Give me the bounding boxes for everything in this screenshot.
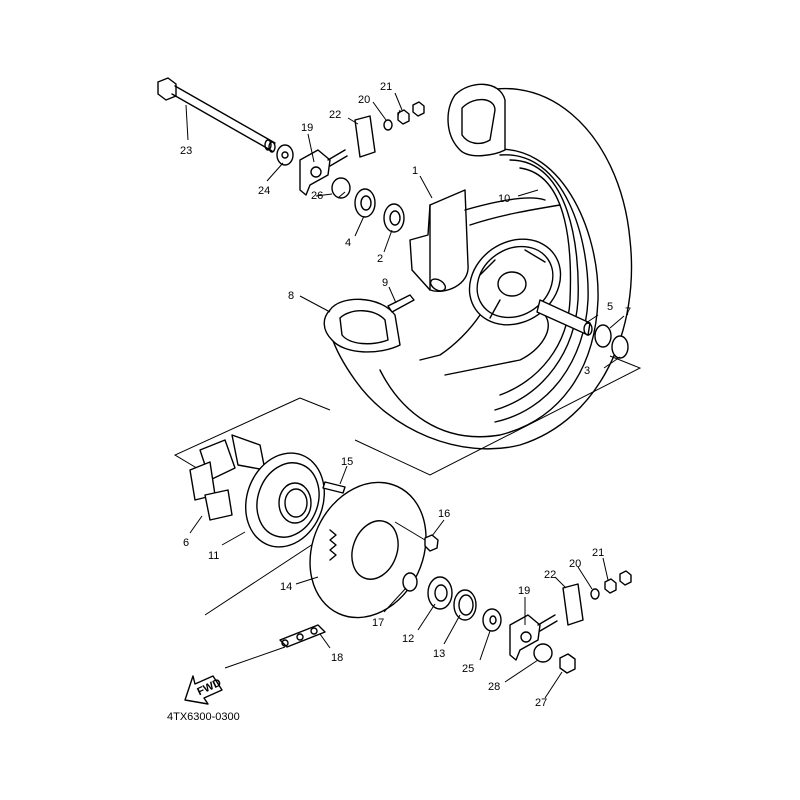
callout-15: 15 xyxy=(341,456,353,468)
spacer-5-end xyxy=(583,322,593,336)
callout-13: 13 xyxy=(433,648,445,660)
callout-19-top: 19 xyxy=(301,122,313,134)
stud-15 xyxy=(322,481,346,494)
nut-16 xyxy=(424,534,439,552)
callout-12: 12 xyxy=(402,633,414,645)
assembly-plane-line xyxy=(354,355,642,476)
leader-lines xyxy=(185,92,625,699)
callout-19-bottom: 19 xyxy=(518,585,530,597)
fwd-arrow-icon: FWD xyxy=(184,675,223,705)
sprocket xyxy=(309,481,427,619)
callout-20-top: 20 xyxy=(358,94,370,106)
callout-4: 4 xyxy=(345,237,351,249)
clutch-hub xyxy=(244,452,326,548)
callout-1: 1 xyxy=(412,165,418,177)
adjuster-plate-top xyxy=(354,115,376,158)
washer-28 xyxy=(533,643,553,663)
callout-5: 5 xyxy=(607,301,613,313)
callout-17: 17 xyxy=(372,617,384,629)
chain-puller-bottom xyxy=(509,614,558,661)
chain-puller-top xyxy=(299,149,348,196)
collar-26 xyxy=(331,177,351,199)
collar-25 xyxy=(482,608,502,632)
callout-26: 26 xyxy=(311,190,323,202)
callout-20-bottom: 20 xyxy=(569,558,581,570)
bearing-12-inner xyxy=(434,584,448,602)
callout-7: 7 xyxy=(625,306,631,318)
bearing-4 xyxy=(354,188,376,218)
washer-24 xyxy=(276,144,294,166)
wheel-hub xyxy=(409,189,562,376)
washer-20-bottom xyxy=(590,588,600,600)
callout-3: 3 xyxy=(584,365,590,377)
hub-damper xyxy=(189,434,266,521)
callout-18: 18 xyxy=(331,652,343,664)
tire xyxy=(323,83,633,450)
adjuster-plate-bottom xyxy=(562,583,584,626)
callout-23: 23 xyxy=(180,145,192,157)
stud-guide-line xyxy=(394,521,426,541)
callout-8: 8 xyxy=(288,290,294,302)
callout-28: 28 xyxy=(488,681,500,693)
nut-21-bottom-b xyxy=(619,570,632,586)
nut-21-top-a xyxy=(397,109,410,125)
callout-16: 16 xyxy=(438,508,450,520)
washer-24-hole xyxy=(281,151,289,159)
diagram-caption: 4TX6300-0300 xyxy=(167,711,240,723)
callout-6: 6 xyxy=(183,537,189,549)
callout-24: 24 xyxy=(258,185,270,197)
callout-21-bottom: 21 xyxy=(592,547,604,559)
callout-11: 11 xyxy=(208,550,219,562)
callout-labels: 1 2 3 4 5 6 7 8 9 10 11 12 13 14 15 16 1… xyxy=(180,81,631,709)
bearing-2 xyxy=(383,203,405,233)
bearing-12 xyxy=(427,576,453,610)
spacer-5 xyxy=(536,299,591,336)
callout-9: 9 xyxy=(382,277,388,289)
callout-2: 2 xyxy=(377,253,383,265)
axle xyxy=(157,77,276,153)
nut-21-top-b xyxy=(412,101,425,117)
washer-20-top xyxy=(383,119,393,131)
collar-25-hole xyxy=(489,615,497,625)
bearing-3 xyxy=(611,335,629,359)
callout-10: 10 xyxy=(498,193,510,205)
callout-14: 14 xyxy=(280,581,292,593)
seal-13-inner xyxy=(458,594,474,616)
callout-22-top: 22 xyxy=(329,109,341,121)
callout-27: 27 xyxy=(535,697,547,709)
assembly-plane-line xyxy=(299,397,331,411)
center-axis-line xyxy=(224,646,286,669)
bearing-4-inner xyxy=(360,195,372,211)
drive-chain xyxy=(279,624,326,648)
nut-21-bottom-a xyxy=(604,578,617,594)
bearing-7 xyxy=(594,324,612,348)
bearing-2-inner xyxy=(389,210,401,226)
callout-22-bottom: 22 xyxy=(544,569,556,581)
callout-25: 25 xyxy=(462,663,474,675)
assembly-plane-line xyxy=(173,397,301,471)
nut-27 xyxy=(559,653,576,674)
collar-17 xyxy=(402,572,418,592)
valve-stem xyxy=(387,294,415,313)
callout-21-top: 21 xyxy=(380,81,392,93)
